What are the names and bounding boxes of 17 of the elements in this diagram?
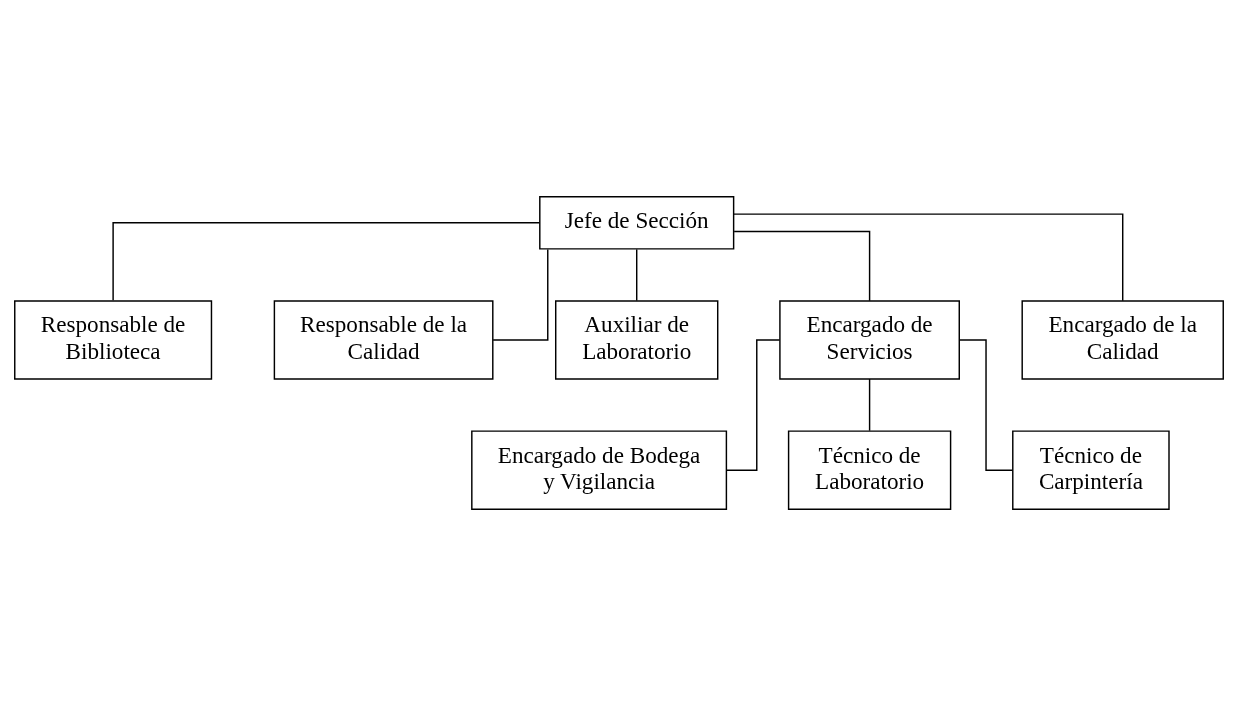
node-box: Jefe de Sección — [539, 195, 735, 250]
connector — [726, 338, 781, 471]
connector — [636, 248, 638, 301]
connector — [733, 212, 1124, 302]
node-box: Técnico de Carpintería — [1012, 429, 1170, 510]
connector — [112, 221, 541, 301]
connector — [958, 338, 1014, 471]
node-box: Encargado de Servicios — [779, 299, 960, 380]
node-box: Encargado de Bodega y Vigilancia — [471, 429, 728, 510]
connector — [492, 248, 549, 341]
node-box: Técnico de Laboratorio — [787, 429, 952, 510]
connector — [733, 230, 871, 302]
node-box: Responsable de Biblioteca — [14, 299, 213, 380]
node-box: Auxiliar de Laboratorio — [555, 299, 719, 380]
node-box: Encargado de la Calidad — [1021, 299, 1224, 380]
connector — [868, 377, 871, 431]
node-box: Responsable de la Calidad — [273, 299, 494, 380]
